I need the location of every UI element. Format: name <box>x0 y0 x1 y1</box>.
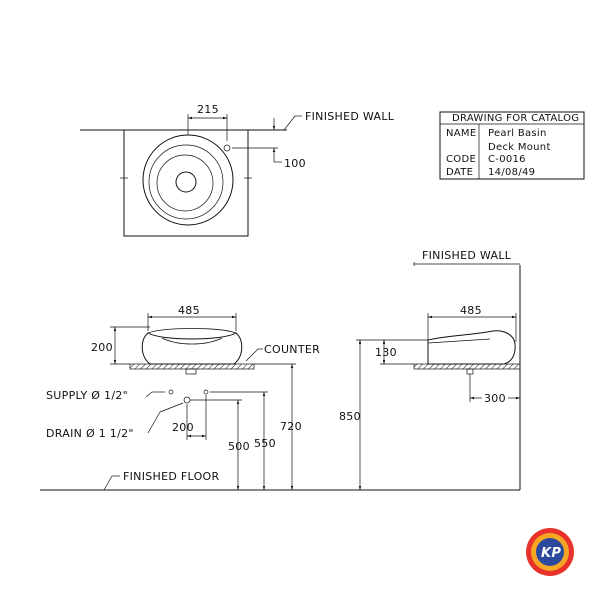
side-basin-body <box>427 330 516 365</box>
catalog-date-label: DATE <box>446 167 473 178</box>
drain-label: DRAIN Ø 1 1/2" <box>46 427 134 440</box>
catalog-code-value: C-0016 <box>488 154 526 165</box>
logo-text: KP <box>541 546 561 561</box>
supply-point-right <box>203 389 209 395</box>
side-counter <box>413 363 521 370</box>
basin-rim-circle <box>148 144 224 220</box>
dim-215: 215 <box>197 103 219 116</box>
catalog-name-label: NAME <box>446 128 476 139</box>
catalog-header: DRAWING FOR CATALOG <box>452 113 579 124</box>
basin-outer-circle <box>142 134 234 226</box>
top-finished-wall-label: FINISHED WALL <box>305 110 395 123</box>
supply-label: SUPPLY Ø 1/2" <box>46 389 128 402</box>
faucet-hole <box>223 144 231 152</box>
logo-inner-circle <box>536 538 564 566</box>
front-view: 485 200 COUNTER SUPPLY Ø 1/2" DRAIN Ø 1 … <box>40 304 520 491</box>
catalog-code-label: CODE <box>446 154 476 165</box>
dim-550: 550 <box>254 437 276 450</box>
basin-bowl-circle <box>156 154 214 212</box>
catalog-date-value: 14/08/49 <box>488 167 535 178</box>
kp-logo: KP <box>526 528 574 576</box>
side-finished-wall-label: FINISHED WALL <box>422 249 512 262</box>
top-view: 215 100 FINISHED WALL <box>80 103 395 237</box>
counter-label: COUNTER <box>264 343 320 356</box>
dim-130: 130 <box>375 346 397 359</box>
catalog-name-value-2: Deck Mount <box>488 142 551 153</box>
front-dim-485: 485 <box>178 304 200 317</box>
drain-dim-200: 200 <box>172 421 194 434</box>
front-dim-200: 200 <box>91 341 113 354</box>
catalog-name-value-1: Pearl Basin <box>488 128 547 139</box>
front-basin-body <box>141 332 243 365</box>
side-dim-485: 485 <box>460 304 482 317</box>
supply-point-left <box>168 389 174 395</box>
dim-720: 720 <box>280 420 302 433</box>
dim-100: 100 <box>284 157 306 170</box>
side-view: FINISHED WALL 485 130 850 300 <box>339 249 521 490</box>
finished-floor-label: FINISHED FLOOR <box>123 470 219 483</box>
drain-circle <box>175 171 197 193</box>
catalog-info-box: DRAWING FOR CATALOG NAME Pearl Basin Dec… <box>439 111 585 180</box>
dim-850: 850 <box>339 410 361 423</box>
front-counter <box>129 363 255 370</box>
dim-500: 500 <box>228 440 250 453</box>
dim-300: 300 <box>484 392 506 405</box>
drain-point <box>183 396 191 404</box>
